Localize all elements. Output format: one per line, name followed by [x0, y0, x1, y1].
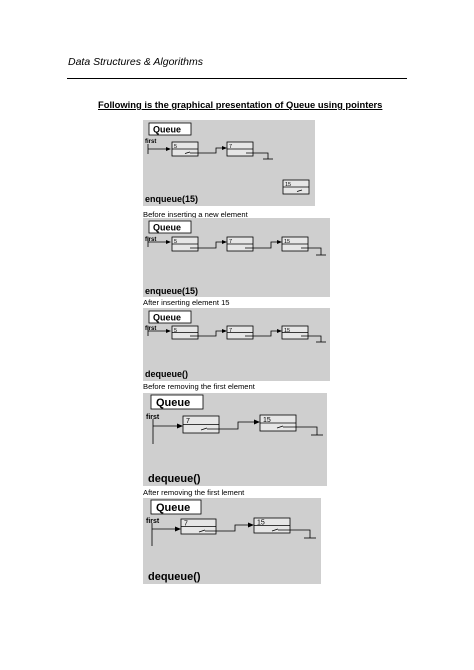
null-terminator — [246, 152, 273, 160]
node-value: 15 — [263, 417, 271, 424]
node-value: 5 — [174, 144, 177, 150]
queue-node: 7 — [180, 518, 217, 535]
queue-label-box — [150, 394, 204, 410]
operation-label: enqueue(15) — [145, 286, 198, 296]
first-arrow — [152, 419, 183, 444]
queue-node: 7 — [226, 141, 254, 157]
queue-node: 5 — [171, 141, 199, 157]
queue-node: 7 — [226, 236, 254, 252]
first-pointer-label: first — [145, 326, 156, 332]
node-value: 15 — [284, 328, 290, 334]
queue-node: 5 — [171, 236, 199, 252]
first-arrow — [147, 144, 171, 154]
node-value: 7 — [229, 328, 232, 334]
null-terminator — [301, 335, 326, 343]
next-arrow — [245, 329, 282, 337]
node-value: 5 — [174, 328, 177, 334]
null-terminator — [301, 247, 326, 256]
queue-node: 15 — [281, 325, 309, 340]
first-pointer-label: first — [146, 414, 160, 421]
queue-diagram-3: Queue first 5 7 15 dequeue() — [143, 308, 330, 381]
queue-label: Queue — [153, 223, 181, 233]
section-heading: Following is the graphical presentation … — [98, 99, 383, 110]
operation-label: dequeue() — [145, 369, 188, 379]
queue-diagram-5: Queue first 7 15 dequeue() — [143, 498, 321, 584]
next-arrow — [207, 419, 260, 430]
first-pointer-label: first — [145, 139, 156, 145]
queue-label: Queue — [153, 125, 181, 135]
document-header-title: Data Structures & Algorithms — [68, 56, 203, 68]
null-terminator — [278, 529, 316, 539]
diagram-caption-3: Before removing the first element — [143, 382, 255, 391]
diagram-caption-1: Before inserting a new element — [143, 210, 248, 219]
operation-label: enqueue(15) — [145, 194, 198, 204]
next-arrow — [205, 522, 254, 532]
first-arrow — [147, 237, 171, 247]
node-value: 15 — [284, 239, 290, 245]
first-arrow — [147, 326, 171, 336]
node-value: 7 — [186, 418, 190, 425]
next-arrow — [190, 146, 227, 154]
queue-label: Queue — [153, 313, 181, 323]
first-arrow — [151, 523, 181, 546]
queue-label-box — [148, 220, 192, 234]
next-arrow — [190, 240, 227, 249]
diagram-caption-4: After removing the first lement — [143, 488, 245, 497]
node-value: 5 — [174, 239, 177, 245]
node-value: 15 — [257, 520, 265, 527]
queue-node: 5 — [171, 325, 199, 340]
queue-label-box — [148, 122, 192, 136]
node-value: 7 — [229, 144, 232, 150]
queue-node: 15 — [281, 236, 309, 252]
queue-node: 7 — [226, 325, 254, 340]
null-terminator — [283, 426, 323, 436]
first-pointer-label: first — [146, 518, 160, 525]
operation-label: dequeue() — [148, 473, 201, 485]
queue-label: Queue — [156, 502, 190, 514]
header-divider — [67, 78, 407, 79]
queue-diagram-4: Queue first 7 15 dequeue() — [143, 393, 327, 486]
queue-label-box — [150, 499, 202, 515]
detached-node: 15 — [282, 179, 310, 195]
node-value: 15 — [285, 182, 291, 188]
first-pointer-label: first — [145, 237, 156, 243]
queue-diagram-2: Queue first 5 7 15 enqueue(15) — [143, 218, 330, 297]
queue-node: 15 — [253, 517, 291, 534]
node-value: 7 — [229, 239, 232, 245]
queue-node: 15 — [259, 414, 297, 432]
operation-label: dequeue() — [148, 571, 201, 583]
node-value: 7 — [184, 521, 188, 528]
next-arrow — [245, 240, 282, 249]
diagram-caption-2: After inserting element 15 — [143, 298, 230, 307]
queue-label: Queue — [156, 397, 190, 409]
queue-label-box — [148, 310, 192, 324]
queue-diagram-1: Queue first 5 7 15 enqueue(15) — [143, 120, 315, 206]
next-arrow — [190, 329, 227, 337]
queue-node: 7 — [182, 415, 220, 434]
